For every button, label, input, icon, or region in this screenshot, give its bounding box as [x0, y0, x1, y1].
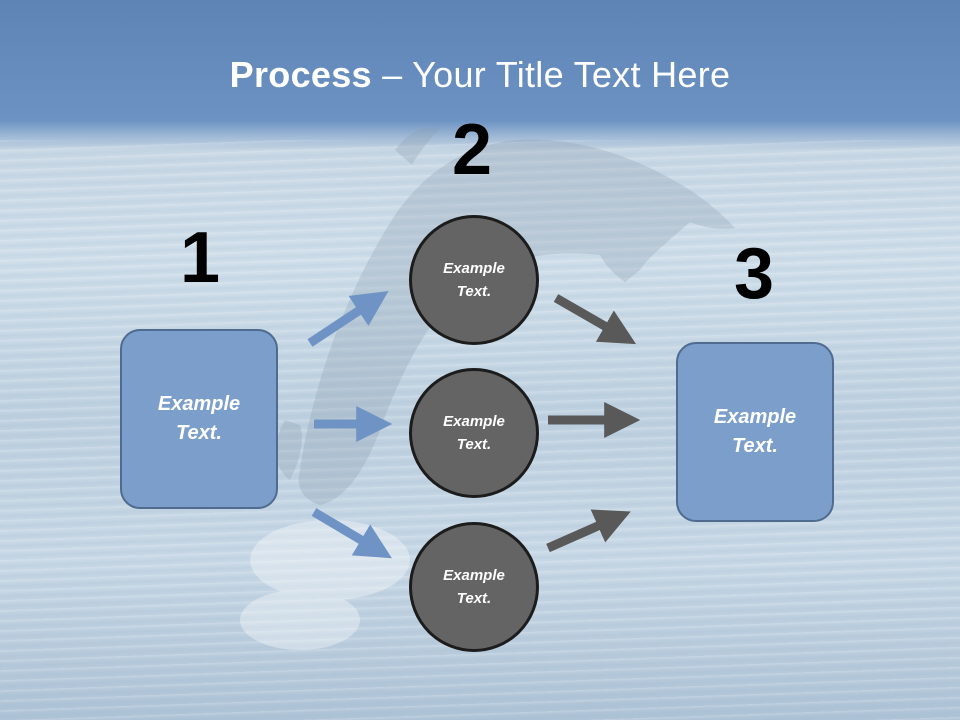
arrow-from-circle-top — [553, 294, 637, 345]
circle-bottom-label: Example Text. — [443, 567, 505, 607]
step-number-3: 3 — [733, 234, 775, 314]
title-bold: Process — [229, 54, 372, 95]
output-box: Example Text. — [676, 342, 834, 522]
arrow-from-circle-bottom — [546, 509, 631, 553]
arrow-to-circle-top — [307, 291, 389, 347]
step-number-1: 1 — [179, 218, 221, 298]
output-box-label: Example Text. — [713, 406, 797, 457]
circle-bottom: Example Text. — [409, 522, 539, 652]
input-box-label: Example Text. — [157, 393, 241, 444]
arrow-to-circle-bottom — [311, 508, 392, 559]
slide-title: Process – Your Title Text Here — [0, 54, 960, 96]
circle-top: Example Text. — [409, 215, 539, 345]
circle-top-label: Example Text. — [443, 260, 505, 300]
step-number-2: 2 — [451, 110, 493, 190]
title-rest: – Your Title Text Here — [371, 54, 731, 95]
circle-middle: Example Text. — [409, 368, 539, 498]
input-box: Example Text. — [120, 329, 278, 509]
circle-middle-label: Example Text. — [443, 413, 505, 453]
